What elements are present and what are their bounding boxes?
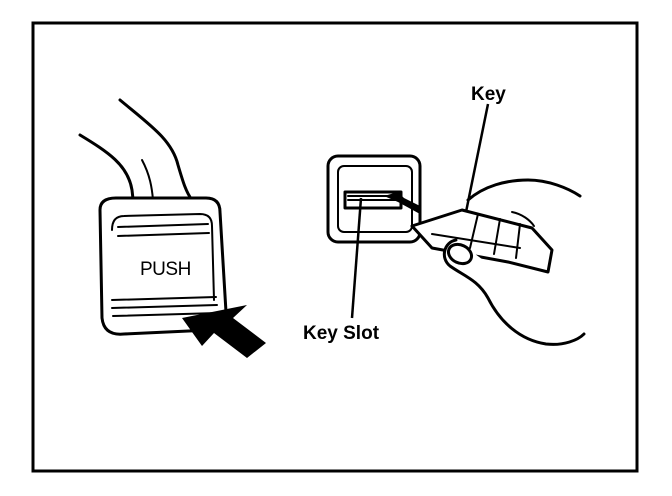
pedal-rib (111, 304, 218, 309)
pedal-push-label: PUSH (140, 259, 191, 280)
hand (442, 178, 586, 346)
push-arrow-icon (182, 305, 266, 358)
insert-arrow-icon (384, 192, 420, 214)
thumb-nail (446, 242, 474, 266)
key-label: Key (471, 84, 506, 105)
pedal-rib (111, 296, 217, 301)
pedal-rib (117, 223, 209, 228)
finger-crease (511, 211, 535, 227)
brake-pedal (78, 98, 228, 336)
pedal-arm-rear (78, 133, 136, 210)
hand-upper-finger (466, 178, 582, 202)
pedal-pad-rim (111, 213, 215, 301)
pedal-rib (117, 232, 210, 237)
key-leader-line (464, 103, 490, 213)
key-slot-label: Key Slot (303, 323, 380, 344)
slot-bezel-inner (337, 165, 413, 233)
pedal-rib (112, 312, 219, 317)
hand-thumb (442, 238, 586, 346)
pedal-arm (118, 98, 194, 202)
key-slot-leader-line (350, 197, 363, 319)
key-slot-panel (326, 154, 422, 244)
